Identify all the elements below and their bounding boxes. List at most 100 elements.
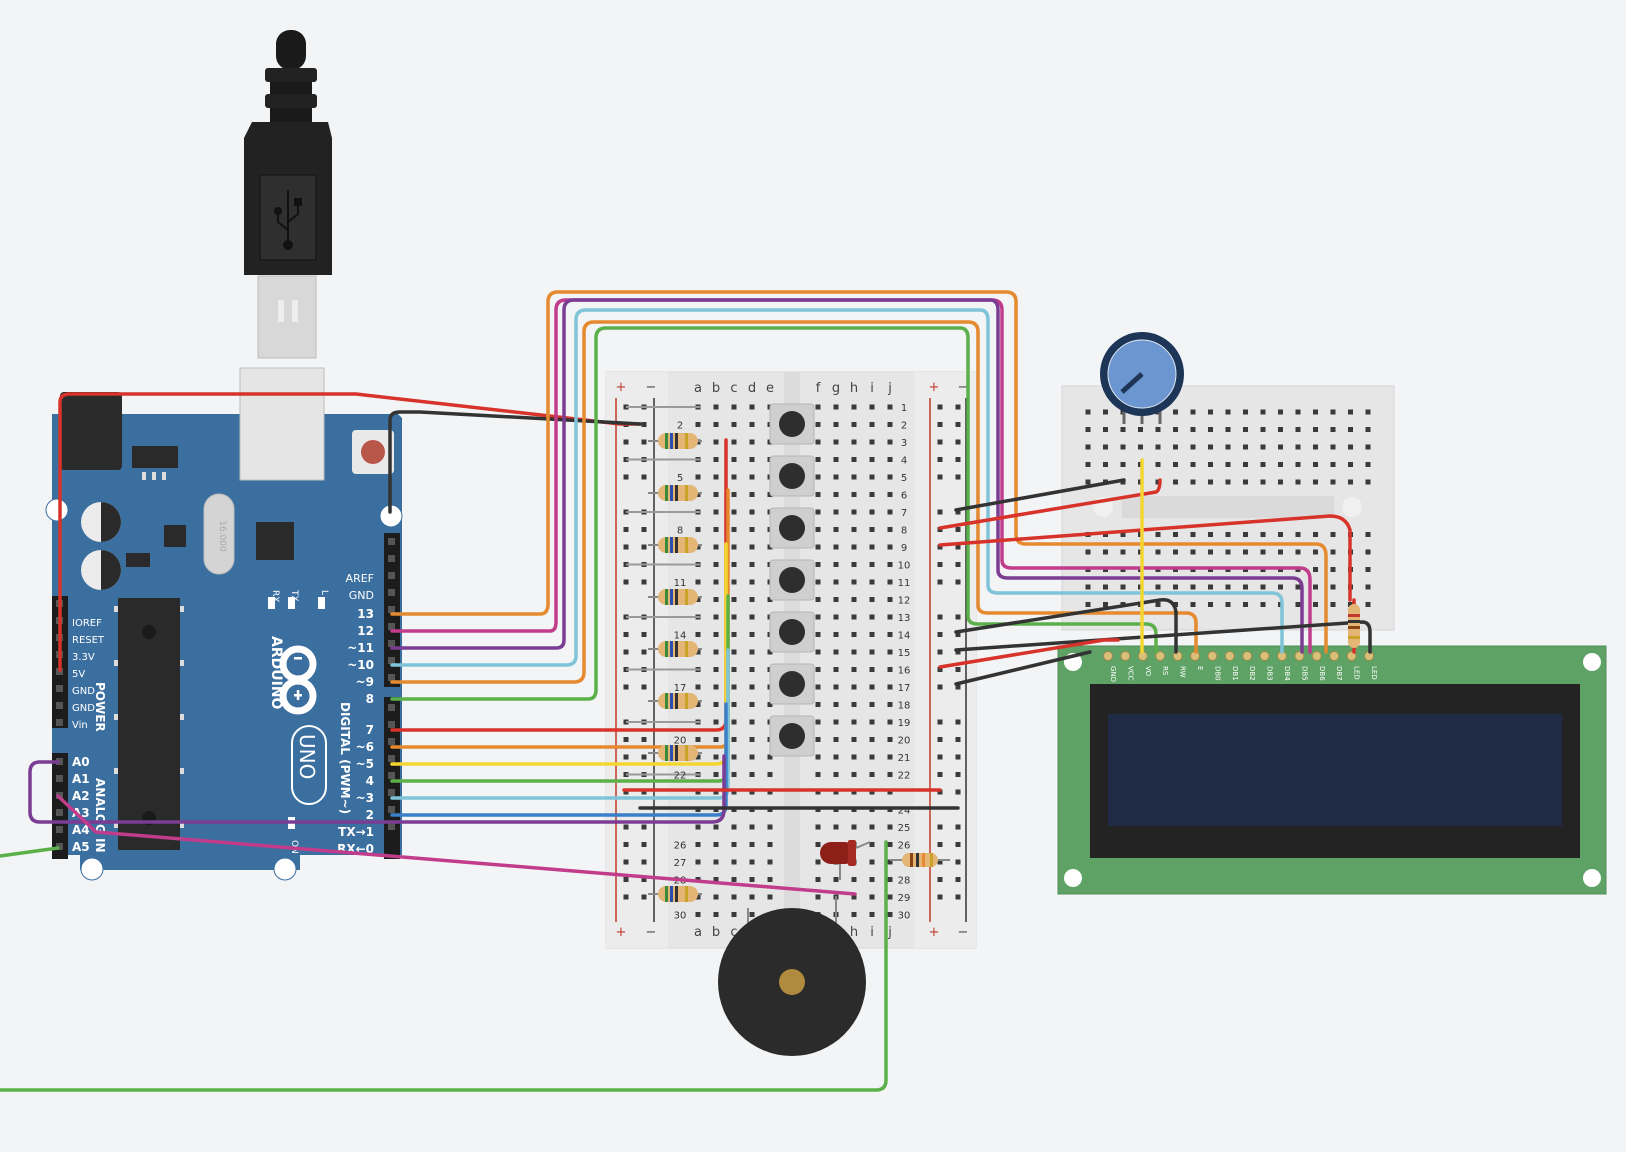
arduino-pin-label: ~11 <box>347 641 374 655</box>
breadboard-row-label: 14 <box>898 631 911 642</box>
breadboard-row-label: 30 <box>674 911 687 922</box>
breadboard-row-label: 13 <box>898 613 911 624</box>
wire-green-bottom[interactable] <box>0 840 888 1092</box>
arduino-pin-label: ~5 <box>356 757 374 771</box>
arduino-pin-label: 5V <box>72 669 85 680</box>
arduino-pin-label: GND <box>349 589 374 602</box>
arduino-pin-labels: AREFGND1312~11~10~987~6~54~32TX→1RX←0IOR… <box>56 538 395 856</box>
lcd-pin-label: RS <box>1161 666 1169 676</box>
wire-red-5v[interactable] <box>58 392 642 672</box>
lcd-pin-label: DB2 <box>1248 666 1256 681</box>
resistor-icon[interactable] <box>1348 604 1360 648</box>
arduino-pin-label: 7 <box>366 723 374 737</box>
pushbutton-icon[interactable] <box>769 403 815 445</box>
main-breadboard[interactable]: + − + − + − + − aabbccddeeffgghhiijj2581… <box>605 371 977 949</box>
pushbutton-icon[interactable] <box>769 455 815 497</box>
breadboard-column-label: i <box>870 381 874 396</box>
breadboard-column-label: c <box>730 925 737 940</box>
led-icon[interactable] <box>820 840 871 880</box>
breadboard-column-label: f <box>816 381 821 396</box>
wire-purple-a0[interactable] <box>28 754 726 824</box>
digital-header-title: DIGITAL (PWM~) <box>338 702 352 814</box>
wire-orange-d9[interactable] <box>390 320 1198 684</box>
rx-led-label: RX <box>270 590 280 602</box>
resistor-icon[interactable] <box>648 886 702 902</box>
analog-header-title: ANALOG IN <box>93 778 107 853</box>
wire-red-bb-vcc[interactable] <box>938 638 1120 669</box>
wire-green-d8[interactable] <box>390 326 1158 701</box>
arduino-uno-board[interactable]: 16.000 RX TX L ON <box>45 367 403 881</box>
breadboard-column-label: j <box>887 381 892 396</box>
breadboard-row-label: 24 <box>898 806 911 817</box>
resistor-icon[interactable] <box>648 433 702 449</box>
breadboard-column-label: h <box>850 925 858 940</box>
resistor-icon[interactable] <box>648 641 702 657</box>
resistor-icon[interactable] <box>648 693 702 709</box>
rail-plus-top-right: + <box>929 380 940 395</box>
lcd-pin-label: DB7 <box>1335 666 1343 681</box>
wire-cyan-d10[interactable] <box>390 308 1284 667</box>
lcd-pin-label: DB5 <box>1300 666 1308 681</box>
lcd-pin-label: RW <box>1179 666 1187 678</box>
breadboard-row-label: 21 <box>898 753 911 764</box>
breadboard-row-label: 1 <box>901 403 907 414</box>
pushbutton-icon[interactable] <box>769 559 815 601</box>
resistor-icon[interactable] <box>648 537 702 553</box>
wire-green-a5[interactable] <box>0 846 60 858</box>
arduino-pin-label: ~9 <box>356 675 374 689</box>
rail-plus-bottom-left: + <box>616 925 627 940</box>
rail-minus-top-right: − <box>958 380 969 395</box>
breadboard-row-label: 28 <box>898 876 911 887</box>
breadboard-column-label: j <box>887 925 892 940</box>
breadboard-row-label: 16 <box>898 666 911 677</box>
breadboard-row-label: 5 <box>677 473 683 484</box>
pushbutton-icon[interactable] <box>769 507 815 549</box>
wire-black-bb-mini-1[interactable] <box>954 478 1126 512</box>
wire-purple-d11[interactable] <box>390 298 1304 654</box>
wire-pink-a2[interactable] <box>56 794 857 896</box>
resistor-icon[interactable] <box>648 485 702 501</box>
resistor-icon[interactable] <box>648 589 702 605</box>
breadboard-row-label: 8 <box>901 526 907 537</box>
breadboard-row-label: 30 <box>898 911 911 922</box>
wire-red-bb-mini-2[interactable] <box>938 514 1352 602</box>
breadboard-row-label: 5 <box>901 473 907 484</box>
arduino-pin-label: 13 <box>357 607 374 621</box>
arduino-pin-label: ~6 <box>356 740 374 754</box>
resistor-icon[interactable] <box>648 745 702 761</box>
breadboard-row-label: 2 <box>901 421 907 432</box>
rail-plus-top-left: + <box>616 380 627 395</box>
breadboard-row-label: 15 <box>898 648 911 659</box>
breadboard-column-label: c <box>730 381 737 396</box>
arduino-pin-label: GND <box>72 686 95 697</box>
pushbutton-icon[interactable] <box>769 715 815 757</box>
arduino-pin-label: Vin <box>72 720 88 731</box>
rail-minus-bottom-right: − <box>958 925 969 940</box>
wire-black-gnd[interactable] <box>388 410 642 514</box>
breadboard-row-label: 11 <box>898 578 911 589</box>
breadboard-row-label: 19 <box>898 718 911 729</box>
resistor-icon[interactable] <box>890 853 950 867</box>
wire-black-bb-gnd[interactable] <box>954 650 1092 686</box>
piezo-buzzer-icon[interactable] <box>718 896 866 1056</box>
lcd-pin-label: VO <box>1144 666 1152 677</box>
pushbutton-icon[interactable] <box>769 663 815 705</box>
wire-black-bb-lcd[interactable] <box>954 598 1178 654</box>
arduino-pin-label: 12 <box>357 624 374 638</box>
tx-led-label: TX <box>289 589 299 602</box>
wire-pink-d12[interactable] <box>390 298 1312 654</box>
lcd-pin-label: DB1 <box>1231 666 1239 681</box>
wire-black-bb-led[interactable] <box>954 620 1372 654</box>
wire-red-bb-mini-1[interactable] <box>938 478 1162 530</box>
usb-plug-icon[interactable] <box>244 30 332 359</box>
arduino-pin-label: 3.3V <box>72 652 95 663</box>
breadboard-column-label: b <box>712 381 720 396</box>
wire-orange-d13[interactable] <box>390 290 1328 654</box>
arduino-pin-label: IOREF <box>72 618 102 629</box>
potentiometer-icon[interactable] <box>1100 332 1184 424</box>
pushbutton-icon[interactable] <box>769 611 815 653</box>
arduino-pin-label: 2 <box>366 808 374 822</box>
resistors <box>648 433 702 902</box>
